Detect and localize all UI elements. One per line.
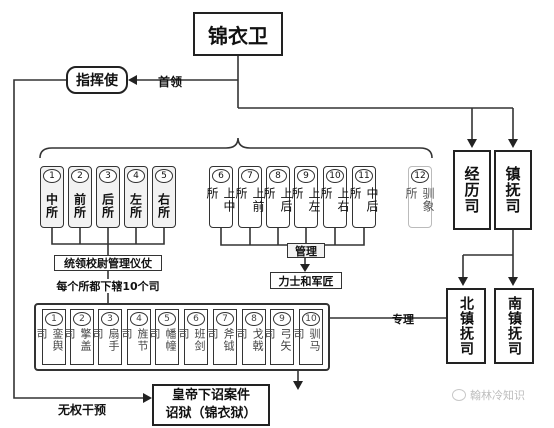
sub-office-number: 9 xyxy=(273,312,291,326)
jinyiwei-title: 锦衣卫 xyxy=(208,23,268,48)
office-10: 10 上右所 xyxy=(319,166,350,228)
sub-office-name: 斧钺司 xyxy=(206,328,235,352)
sub-office-name: 班剑司 xyxy=(177,328,206,352)
sub-office-name: 扇手司 xyxy=(91,328,120,352)
edge-label-leader: 首领 xyxy=(158,75,183,89)
office-name: 上中所 xyxy=(205,187,236,213)
office-7: 7 上前所 xyxy=(234,166,265,228)
sub-office-name: 旌节司 xyxy=(120,328,149,352)
yizhang-label: 统领校尉管理仪仗 xyxy=(54,255,162,271)
office-name: 上右所 xyxy=(319,187,350,213)
sub-office-name: 銮舆司 xyxy=(35,328,64,352)
office-12: 12 驯象所 xyxy=(404,166,435,228)
office-name: 上前所 xyxy=(234,187,265,213)
office-number: 3 xyxy=(99,169,117,183)
manage-label: 管理 xyxy=(287,243,325,258)
sub-office-number: 3 xyxy=(101,312,119,326)
sub-office-3: 3 扇手司 xyxy=(91,309,122,365)
sub-office-number: 5 xyxy=(158,312,176,326)
office-2: 2 前所 xyxy=(68,166,92,228)
sub-office-2: 2 擎盖司 xyxy=(63,309,94,365)
jingli-box: 经历司 xyxy=(453,150,491,230)
office-name: 上后所 xyxy=(262,187,293,213)
imperial-prison-box: 皇帝下诏案件 诏狱（锦衣狱） xyxy=(152,384,270,426)
office-9: 9 上左所 xyxy=(290,166,321,228)
office-name: 左所 xyxy=(128,193,143,219)
north-zhenfu-label: 北镇抚司 xyxy=(458,296,474,356)
sub-office-name: 擎盖司 xyxy=(63,328,92,352)
sub-office-number: 4 xyxy=(130,312,148,326)
commander-label: 指挥使 xyxy=(76,73,118,89)
office-4: 4 左所 xyxy=(124,166,148,228)
sub-office-name: 驯马司 xyxy=(292,328,321,352)
sub-office-name: 幡幢司 xyxy=(148,328,177,352)
edge-label-zhuanli: 专理 xyxy=(392,313,414,326)
office-name: 中后所 xyxy=(348,187,379,213)
jinyiwei-title-box: 锦衣卫 xyxy=(193,12,283,56)
office-number: 9 xyxy=(297,169,315,183)
prison-line2: 诏狱（锦衣狱） xyxy=(165,406,257,421)
office-name: 后所 xyxy=(100,193,115,219)
office-number: 12 xyxy=(411,169,429,183)
sub-office-1: 1 銮舆司 xyxy=(35,309,66,365)
sub-office-number: 8 xyxy=(245,312,263,326)
wechat-icon xyxy=(452,389,466,401)
zhenfu-label: 镇抚司 xyxy=(503,166,522,214)
office-3: 3 后所 xyxy=(96,166,120,228)
watermark: 翰林冷知识 xyxy=(452,387,525,403)
office-number: 6 xyxy=(212,169,230,183)
office-8: 8 上后所 xyxy=(262,166,293,228)
office-name: 上左所 xyxy=(290,187,321,213)
lishi-box: 力士和军匠 xyxy=(270,272,342,289)
office-name: 驯象所 xyxy=(404,187,435,213)
each-office-text: 每个所都下辖10个司 xyxy=(56,280,160,293)
office-number: 8 xyxy=(269,169,287,183)
office-11: 11 中后所 xyxy=(348,166,379,228)
south-zhenfu-box: 南镇抚司 xyxy=(494,288,534,364)
office-number: 4 xyxy=(127,169,145,183)
south-zhenfu-label: 南镇抚司 xyxy=(506,296,522,356)
manage-text: 管理 xyxy=(295,244,317,258)
sub-office-name: 弓矢司 xyxy=(263,328,292,352)
edge-label-no-interfere: 无权干预 xyxy=(58,403,107,417)
sub-office-number: 2 xyxy=(73,312,91,326)
sub-office-number: 6 xyxy=(187,312,205,326)
sub-office-6: 6 班剑司 xyxy=(177,309,208,365)
office-name: 中所 xyxy=(44,193,59,219)
prison-line1: 皇帝下诏案件 xyxy=(171,388,250,403)
north-zhenfu-box: 北镇抚司 xyxy=(446,288,486,364)
office-6: 6 上中所 xyxy=(205,166,236,228)
sub-office-4: 4 旌节司 xyxy=(120,309,151,365)
office-number: 11 xyxy=(355,169,373,183)
office-number: 10 xyxy=(326,169,344,183)
office-number: 2 xyxy=(71,169,89,183)
sub-office-9: 9 弓矢司 xyxy=(263,309,294,365)
zhenfu-box: 镇抚司 xyxy=(494,150,532,230)
jingli-label: 经历司 xyxy=(462,166,481,214)
office-1: 1 中所 xyxy=(40,166,64,228)
office-name: 前所 xyxy=(72,193,87,219)
office-number: 7 xyxy=(241,169,259,183)
commander-box: 指挥使 xyxy=(66,66,128,94)
sub-office-number: 7 xyxy=(216,312,234,326)
office-number: 5 xyxy=(155,169,173,183)
sub-office-5: 5 幡幢司 xyxy=(148,309,179,365)
sub-office-name: 戈戟司 xyxy=(235,328,264,352)
yizhang-text: 统领校尉管理仪仗 xyxy=(64,257,152,270)
sub-office-number: 10 xyxy=(302,312,320,326)
office-5: 5 右所 xyxy=(152,166,176,228)
sub-office-7: 7 斧钺司 xyxy=(206,309,237,365)
sub-office-10: 10 驯马司 xyxy=(292,309,323,365)
sub-office-number: 1 xyxy=(45,312,63,326)
office-name: 右所 xyxy=(156,193,171,219)
office-number: 1 xyxy=(43,169,61,183)
sub-office-8: 8 戈戟司 xyxy=(235,309,266,365)
each-office-label: 每个所都下辖10个司 xyxy=(44,279,172,293)
watermark-text: 翰林冷知识 xyxy=(470,389,525,402)
lishi-text: 力士和军匠 xyxy=(278,274,334,288)
